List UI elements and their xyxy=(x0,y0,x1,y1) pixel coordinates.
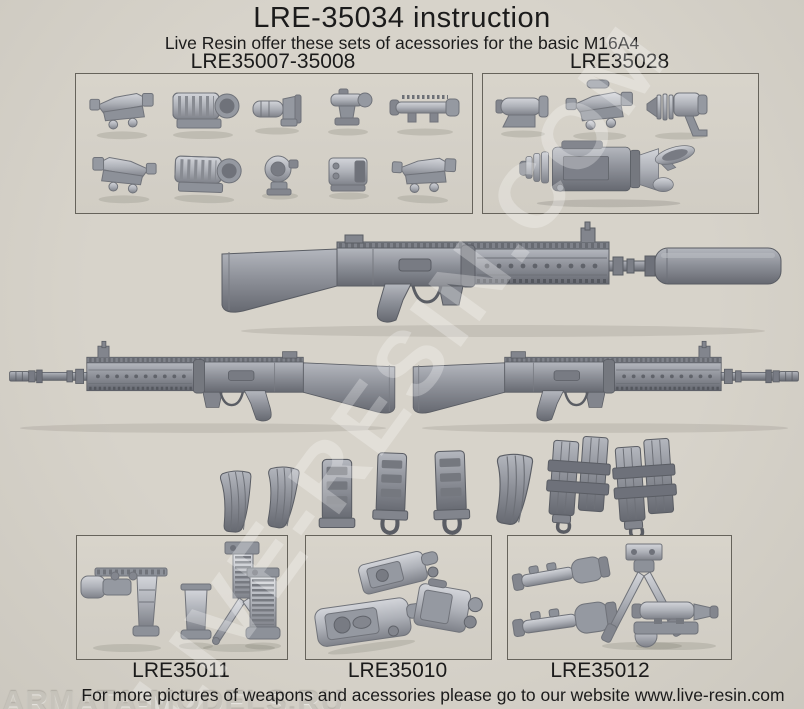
ribbed-grip-icon xyxy=(245,567,281,650)
magnifier-rear-icon xyxy=(261,155,299,200)
section-label-optics: LRE35007-35008 xyxy=(190,50,356,73)
acog-scope-icon xyxy=(89,93,154,140)
footer-text: For more pictures of weapons and acessor… xyxy=(81,685,785,705)
reflex-sight-icon xyxy=(328,88,373,136)
optics-row-2 xyxy=(80,144,468,206)
vertical-grip-short-icon xyxy=(179,583,213,650)
grips-box xyxy=(76,535,288,660)
grip-flashlight-icon xyxy=(80,567,168,652)
peq-box-large-icon xyxy=(314,597,422,655)
elcan-scope-2-icon xyxy=(167,147,243,203)
magazine-pull-loop-2-icon xyxy=(426,447,475,537)
magnifier-icon xyxy=(252,94,302,135)
nv-monocular-icon xyxy=(646,92,708,140)
magazine-polymer-icon xyxy=(318,458,356,529)
nv-scope-2-icon xyxy=(512,601,619,638)
section-label-scopes-bipod: LRE35012 xyxy=(550,659,650,682)
night-vision-box xyxy=(482,73,759,214)
section-label-night-vision: LRE35028 xyxy=(569,50,670,73)
acog-nv-sight-icon xyxy=(565,79,633,141)
magazine-dual-clamp-1-icon xyxy=(541,432,615,537)
magazine-curved-2-icon xyxy=(266,465,300,530)
elcan-scope-icon xyxy=(165,83,241,139)
rifle-scope-icon xyxy=(389,95,460,136)
holographic-sight-icon xyxy=(328,157,369,200)
optics-box xyxy=(75,73,473,214)
section-label-laser-devices: LRE35010 xyxy=(347,659,448,682)
nv-weapon-sight-icon xyxy=(631,601,719,650)
peq-box-cube-icon xyxy=(413,578,483,633)
m16a4-rifle-right-icon xyxy=(411,339,799,433)
peq-box-small-icon xyxy=(358,550,439,595)
m16a4-suppressed-rifle-icon xyxy=(213,218,782,337)
laser-devices-box xyxy=(305,535,492,660)
magazine-pull-loop-1-icon xyxy=(368,449,415,536)
scopes-bipod-box xyxy=(507,535,732,660)
acog-scope-3-icon xyxy=(390,155,457,206)
optics-row-1 xyxy=(80,80,468,142)
page-title: LRE-35034 instruction xyxy=(253,2,551,34)
magazine-curved-1-icon xyxy=(219,469,255,534)
acog-scope-2-icon xyxy=(92,156,157,204)
page-subtitle: Live Resin offer these sets of acessorie… xyxy=(164,33,640,53)
nv-scope-1-icon xyxy=(511,556,611,591)
section-label-grips: LRE35011 xyxy=(132,659,230,682)
red-dot-sight-icon xyxy=(495,95,549,138)
magazine-curved-3-icon xyxy=(494,453,534,526)
thermal-sight-icon xyxy=(519,140,695,208)
magazine-dual-clamp-2-icon xyxy=(608,436,682,541)
m16a4-rifle-left-icon xyxy=(9,339,397,433)
